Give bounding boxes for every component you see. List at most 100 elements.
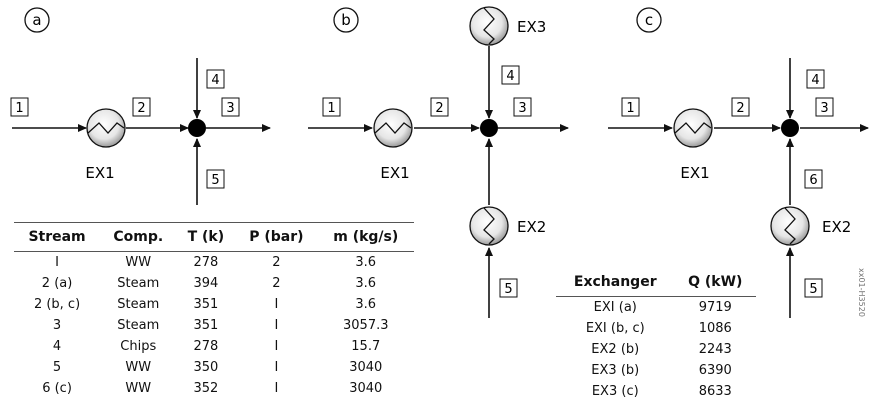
cell-exchanger: EXI (a)	[593, 300, 637, 315]
heat-exchanger-ex3	[469, 6, 509, 46]
ex1-label: EX1	[680, 164, 709, 182]
cell-mass-flow: 3040	[349, 381, 383, 396]
heat-exchanger-ex1	[673, 108, 713, 148]
panel-a: a EX1 1 2 3 4 5	[10, 7, 271, 205]
stream-tag-6: 6	[804, 169, 823, 189]
table-row: 2 (b, c) Steam 351 I 3.6	[14, 294, 414, 315]
stream-tag-5: 5	[499, 278, 518, 298]
mixer-node	[188, 119, 206, 137]
stream-tag-4: 4	[501, 65, 520, 85]
svg-text:4: 4	[811, 73, 819, 88]
col-header: Comp.	[100, 222, 177, 252]
ex1-label: EX1	[85, 164, 114, 182]
panel-c-label-circle	[636, 7, 662, 33]
stream-table-header: Stream Comp. T (k) P (bar) m (kg/s)	[14, 222, 414, 252]
heat-exchanger-ex2	[770, 206, 810, 246]
cell-comp: Steam	[117, 318, 160, 333]
heat-exchanger-ex1	[373, 108, 413, 148]
cell-mass-flow: 15.7	[351, 339, 381, 354]
svg-text:2: 2	[736, 101, 744, 116]
stream-tag-3: 3	[815, 97, 834, 117]
table-row: 4 Chips 278 I 15.7	[14, 336, 414, 357]
cell-heat-duty: 2243	[698, 342, 732, 357]
table-row: EX3 (c) 8633	[556, 381, 756, 402]
svg-text:5: 5	[211, 173, 219, 188]
cell-mass-flow: 3040	[349, 360, 383, 375]
panel-c: c EX1 EX2 1 2 3 4	[608, 7, 869, 318]
panel-b-label-circle	[333, 7, 359, 33]
cell-stream: 3	[52, 318, 62, 333]
cell-exchanger: EXI (b, c)	[585, 321, 645, 336]
stream-tag-4: 4	[806, 69, 825, 89]
cell-temperature: 278	[193, 339, 219, 354]
table-row: EXI (a) 9719	[556, 297, 756, 319]
stream-tag-2: 2	[430, 97, 449, 117]
cell-heat-duty: 8633	[698, 384, 732, 399]
heat-exchanger-ex1	[86, 108, 126, 148]
stream-tag-5: 5	[206, 169, 225, 189]
col-header: m (kg/s)	[317, 222, 414, 252]
panel-a-label: a	[32, 11, 41, 29]
cell-heat-duty: 1086	[698, 321, 732, 336]
cell-stream: I	[55, 255, 59, 270]
svg-text:2: 2	[137, 101, 145, 116]
cell-stream: 4	[52, 339, 62, 354]
cell-stream: 5	[52, 360, 62, 375]
cell-mass-flow: 3.6	[355, 255, 377, 270]
ex2-label: EX2	[822, 218, 851, 236]
svg-text:2: 2	[435, 101, 443, 116]
stream-tag-1: 1	[322, 97, 341, 117]
svg-text:1: 1	[327, 101, 335, 116]
cell-mass-flow: 3057.3	[343, 318, 389, 333]
stream-tag-5: 5	[804, 278, 823, 298]
cell-comp: WW	[125, 360, 152, 375]
cell-comp: Chips	[120, 339, 157, 354]
col-header: T (k)	[176, 222, 236, 252]
cell-pressure: I	[274, 297, 279, 312]
panel-a-label-circle	[24, 7, 50, 33]
stream-tag-2: 2	[132, 97, 151, 117]
cell-temperature: 350	[193, 360, 219, 375]
col-header: Stream	[14, 222, 101, 252]
ex1-label: EX1	[380, 164, 409, 182]
cell-pressure: I	[274, 339, 279, 354]
cell-comp: Steam	[117, 297, 160, 312]
stream-table: Stream Comp. T (k) P (bar) m (kg/s) I WW…	[14, 222, 414, 399]
ex3-label: EX3	[517, 18, 546, 36]
cell-pressure: I	[274, 381, 279, 396]
ex2-label: EX2	[517, 218, 546, 236]
col-header: P (bar)	[235, 222, 318, 252]
cell-exchanger: EX3 (b)	[591, 363, 640, 378]
stream-tag-4: 4	[206, 69, 225, 89]
stream-tag-2: 2	[731, 97, 750, 117]
cell-pressure: I	[274, 360, 279, 375]
cell-temperature: 278	[193, 255, 219, 270]
svg-text:3: 3	[226, 101, 234, 116]
table-row: EXI (b, c) 1086	[556, 318, 756, 339]
exchanger-table-header: Exchanger Q (kW)	[556, 268, 756, 297]
panel-b-label: b	[341, 11, 351, 29]
cell-exchanger: EX2 (b)	[591, 342, 640, 357]
svg-text:1: 1	[626, 101, 634, 116]
mixer-node	[480, 119, 498, 137]
cell-exchanger: EX3 (c)	[591, 384, 639, 399]
col-header: Q (kW)	[674, 268, 756, 297]
cell-pressure: 2	[272, 276, 281, 291]
table-row: 6 (c) WW 352 I 3040	[14, 378, 414, 399]
figure-id-watermark: xx01-H3520	[857, 268, 866, 317]
cell-temperature: 352	[193, 381, 219, 396]
panel-b: b EX1 EX3 EX2 1 2	[308, 6, 569, 318]
col-header: Exchanger	[556, 268, 675, 297]
cell-stream: 6 (c)	[42, 381, 72, 396]
cell-mass-flow: 3.6	[355, 276, 377, 291]
svg-text:5: 5	[809, 282, 817, 297]
table-row: 2 (a) Steam 394 2 3.6	[14, 273, 414, 294]
svg-text:3: 3	[820, 101, 828, 116]
cell-stream: 2 (a)	[41, 276, 73, 291]
cell-pressure: 2	[272, 255, 281, 270]
exchanger-table: Exchanger Q (kW) EXI (a) 9719 EXI (b, c)…	[556, 268, 756, 402]
table-row: 5 WW 350 I 3040	[14, 357, 414, 378]
cell-comp: WW	[125, 255, 152, 270]
cell-temperature: 394	[193, 276, 219, 291]
